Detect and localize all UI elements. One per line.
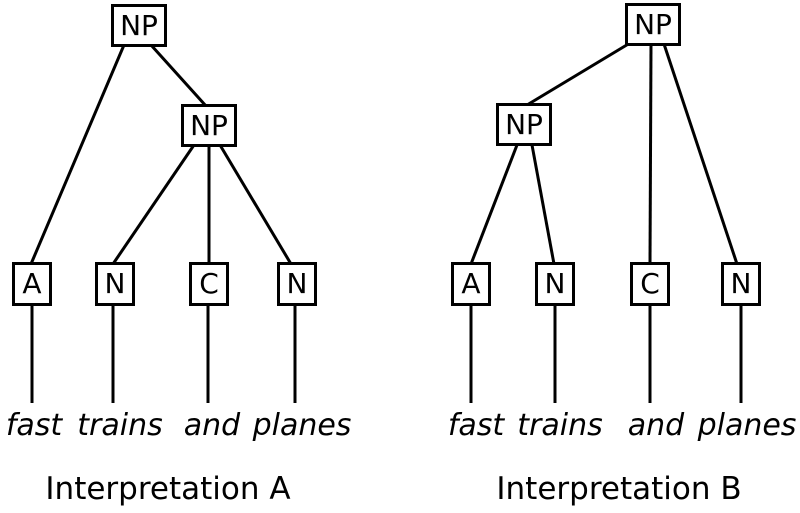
tree-b-leaf-c-node: C (630, 262, 670, 306)
edge-b-root-to-inner-np (526, 41, 631, 107)
tree-b-word-and: and (627, 408, 685, 443)
tree-b-leaf-a-node: A (451, 262, 491, 306)
edge-b-root-to-leaf-n2 (662, 43, 739, 265)
tree-b-word-planes: planes (697, 408, 797, 443)
tree-a-inner-np-node: NP (181, 104, 237, 147)
tree-b-root-np-node: NP (625, 3, 681, 46)
tree-a-word-trains: trains (77, 408, 163, 443)
tree-a-leaf-n2-node: N (277, 262, 317, 306)
caption-interpretation-b: Interpretation B (496, 471, 742, 507)
tree-b-leaf-n1-node: N (535, 262, 575, 306)
tree-a-word-fast: fast (5, 408, 63, 443)
tree-a-leaf-n1-node: N (95, 262, 135, 306)
tree-b-word-trains: trains (517, 408, 603, 443)
edge-a-root-to-inner-np (149, 43, 208, 108)
tree-a-root-np-node: NP (111, 4, 167, 47)
edge-a-inner-to-leaf-n1 (111, 144, 196, 265)
edge-a-inner-to-leaf-n2 (218, 144, 293, 265)
edge-b-inner-to-leaf-n1 (530, 144, 556, 265)
tree-a-word-and: and (183, 408, 241, 443)
caption-interpretation-a: Interpretation A (45, 471, 291, 507)
tree-b-leaf-n2-node: N (721, 262, 761, 306)
edge-a-root-to-leaf-a (29, 44, 126, 265)
tree-a-word-planes: planes (252, 408, 352, 443)
tree-b-word-fast: fast (447, 408, 505, 443)
edge-b-root-to-leaf-c (648, 43, 653, 265)
edge-b-inner-to-leaf-a (469, 144, 519, 265)
tree-a-leaf-a-node: A (12, 262, 52, 306)
tree-b-inner-np-node: NP (496, 103, 552, 146)
tree-a-leaf-c-node: C (189, 262, 229, 306)
